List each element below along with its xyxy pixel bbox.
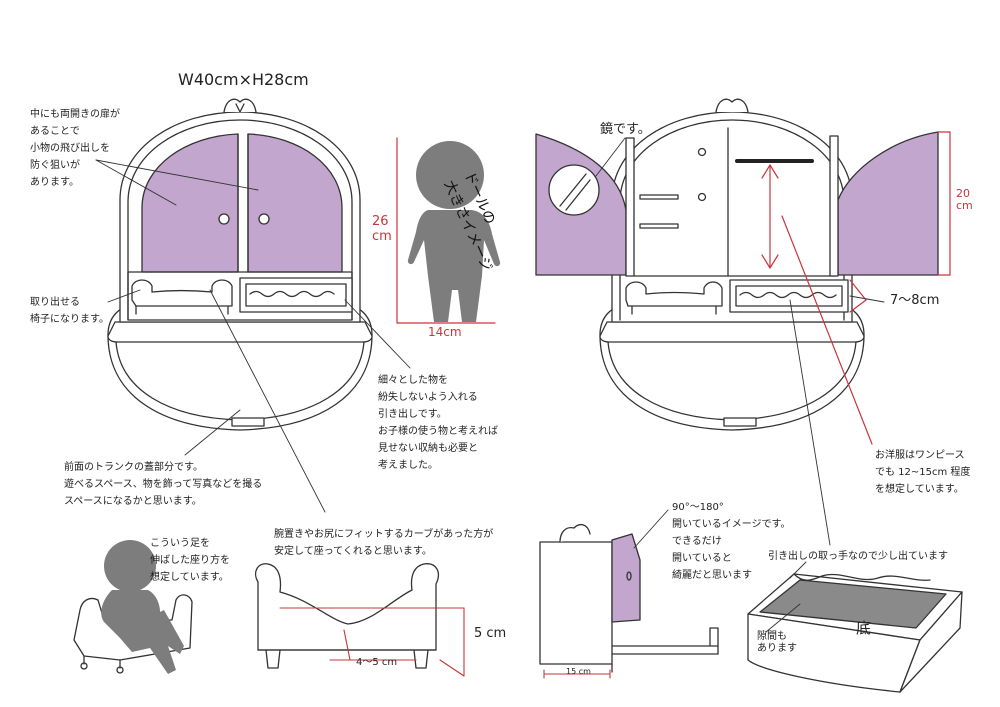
inner-doors-note: 中にも両開きの扉が あることで 小物の飛び出しを 防ぐ狙いが あります。 [30,109,120,188]
drawer-height-dim: 7～8cm [890,293,940,308]
sitting-doll-scene [73,540,193,674]
chair-side-view [254,563,439,669]
gap-note: 隙間も あります [757,631,797,654]
trunk-lid-note: 前面のトランクの蓋部分です。 遊べるスペース、物を飾って写真などを撮る スペース… [64,462,263,507]
title-dimensions: W40cm×H28cm [178,70,309,89]
doll-width-dim: 14cm [428,325,462,339]
side-depth-dim [543,669,611,679]
side-view-leader [633,509,669,549]
chair-dimensions [279,607,465,677]
side-depth-dim-label: 15 cm [566,667,591,676]
mirror-note: 鏡です。 [600,122,651,137]
doll-dimensions [396,137,496,324]
clothes-size-note: お洋服はワンピース でも 12~15cm 程度 を想定しています。 [875,450,971,495]
chair-removable-note: 取り出せる 椅子になります。 [30,297,109,325]
right-cabinet [535,98,939,431]
drawer-purpose-note: 細々とした物を 紛失しないよう入れる 引き出しです。 お子様の使う物と考えれば … [378,375,498,471]
doll-height-dim: 26 cm [372,214,392,244]
door-angle-note: 90°～180° 開いているイメージです。 できるだけ 開いていると 綺麗だと思… [672,502,791,581]
leader-lines-left [95,159,411,513]
doll-silhouette [407,141,501,322]
chair-curve-note: 腕置きやお尻にフィットするカーブがあった方が 安定して座ってくれると思います。 [274,529,494,557]
leader-lines-right [595,137,885,546]
side-view [539,523,719,673]
chair-seat-dim: 4～5 cm [356,657,398,668]
sitting-pose-note: こういう足を 伸ばした座り方を 想定しています。 [150,538,230,583]
drawer-box-leaders [765,561,807,633]
right-dimensions [761,131,951,445]
wardrobe-height-dim: 20 cm [956,187,973,212]
chair-height-dim: 5 cm [474,626,507,641]
drawer-box [747,573,963,693]
left-cabinet [107,98,373,431]
drawer-handle-note: 引き出しの取っ手なので少し出ています [768,551,948,562]
bottom-face-label: 底 [856,619,872,637]
